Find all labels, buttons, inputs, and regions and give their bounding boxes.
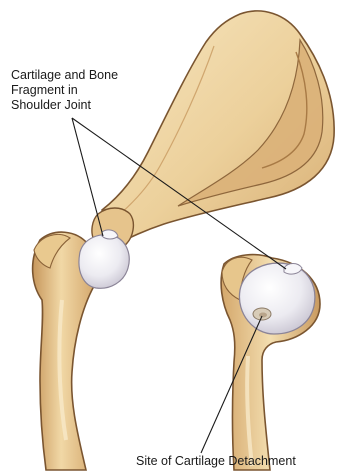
label-cartilage-fragment-line-2: Fragment in bbox=[11, 83, 118, 98]
humerus-right bbox=[221, 255, 320, 470]
label-cartilage-fragment: Cartilage and Bone Fragment in Shoulder … bbox=[11, 68, 118, 113]
label-cartilage-detachment: Site of Cartilage Detachment bbox=[136, 454, 296, 469]
label-cartilage-fragment-line-1: Cartilage and Bone bbox=[11, 68, 118, 83]
cartilage-left bbox=[79, 235, 129, 289]
label-cartilage-fragment-line-3: Shoulder Joint bbox=[11, 98, 118, 113]
cartilage-right bbox=[239, 263, 314, 334]
scapula bbox=[92, 11, 334, 249]
leader-line-to-left-cartilage bbox=[72, 118, 103, 236]
detachment-site-inner bbox=[259, 313, 267, 318]
